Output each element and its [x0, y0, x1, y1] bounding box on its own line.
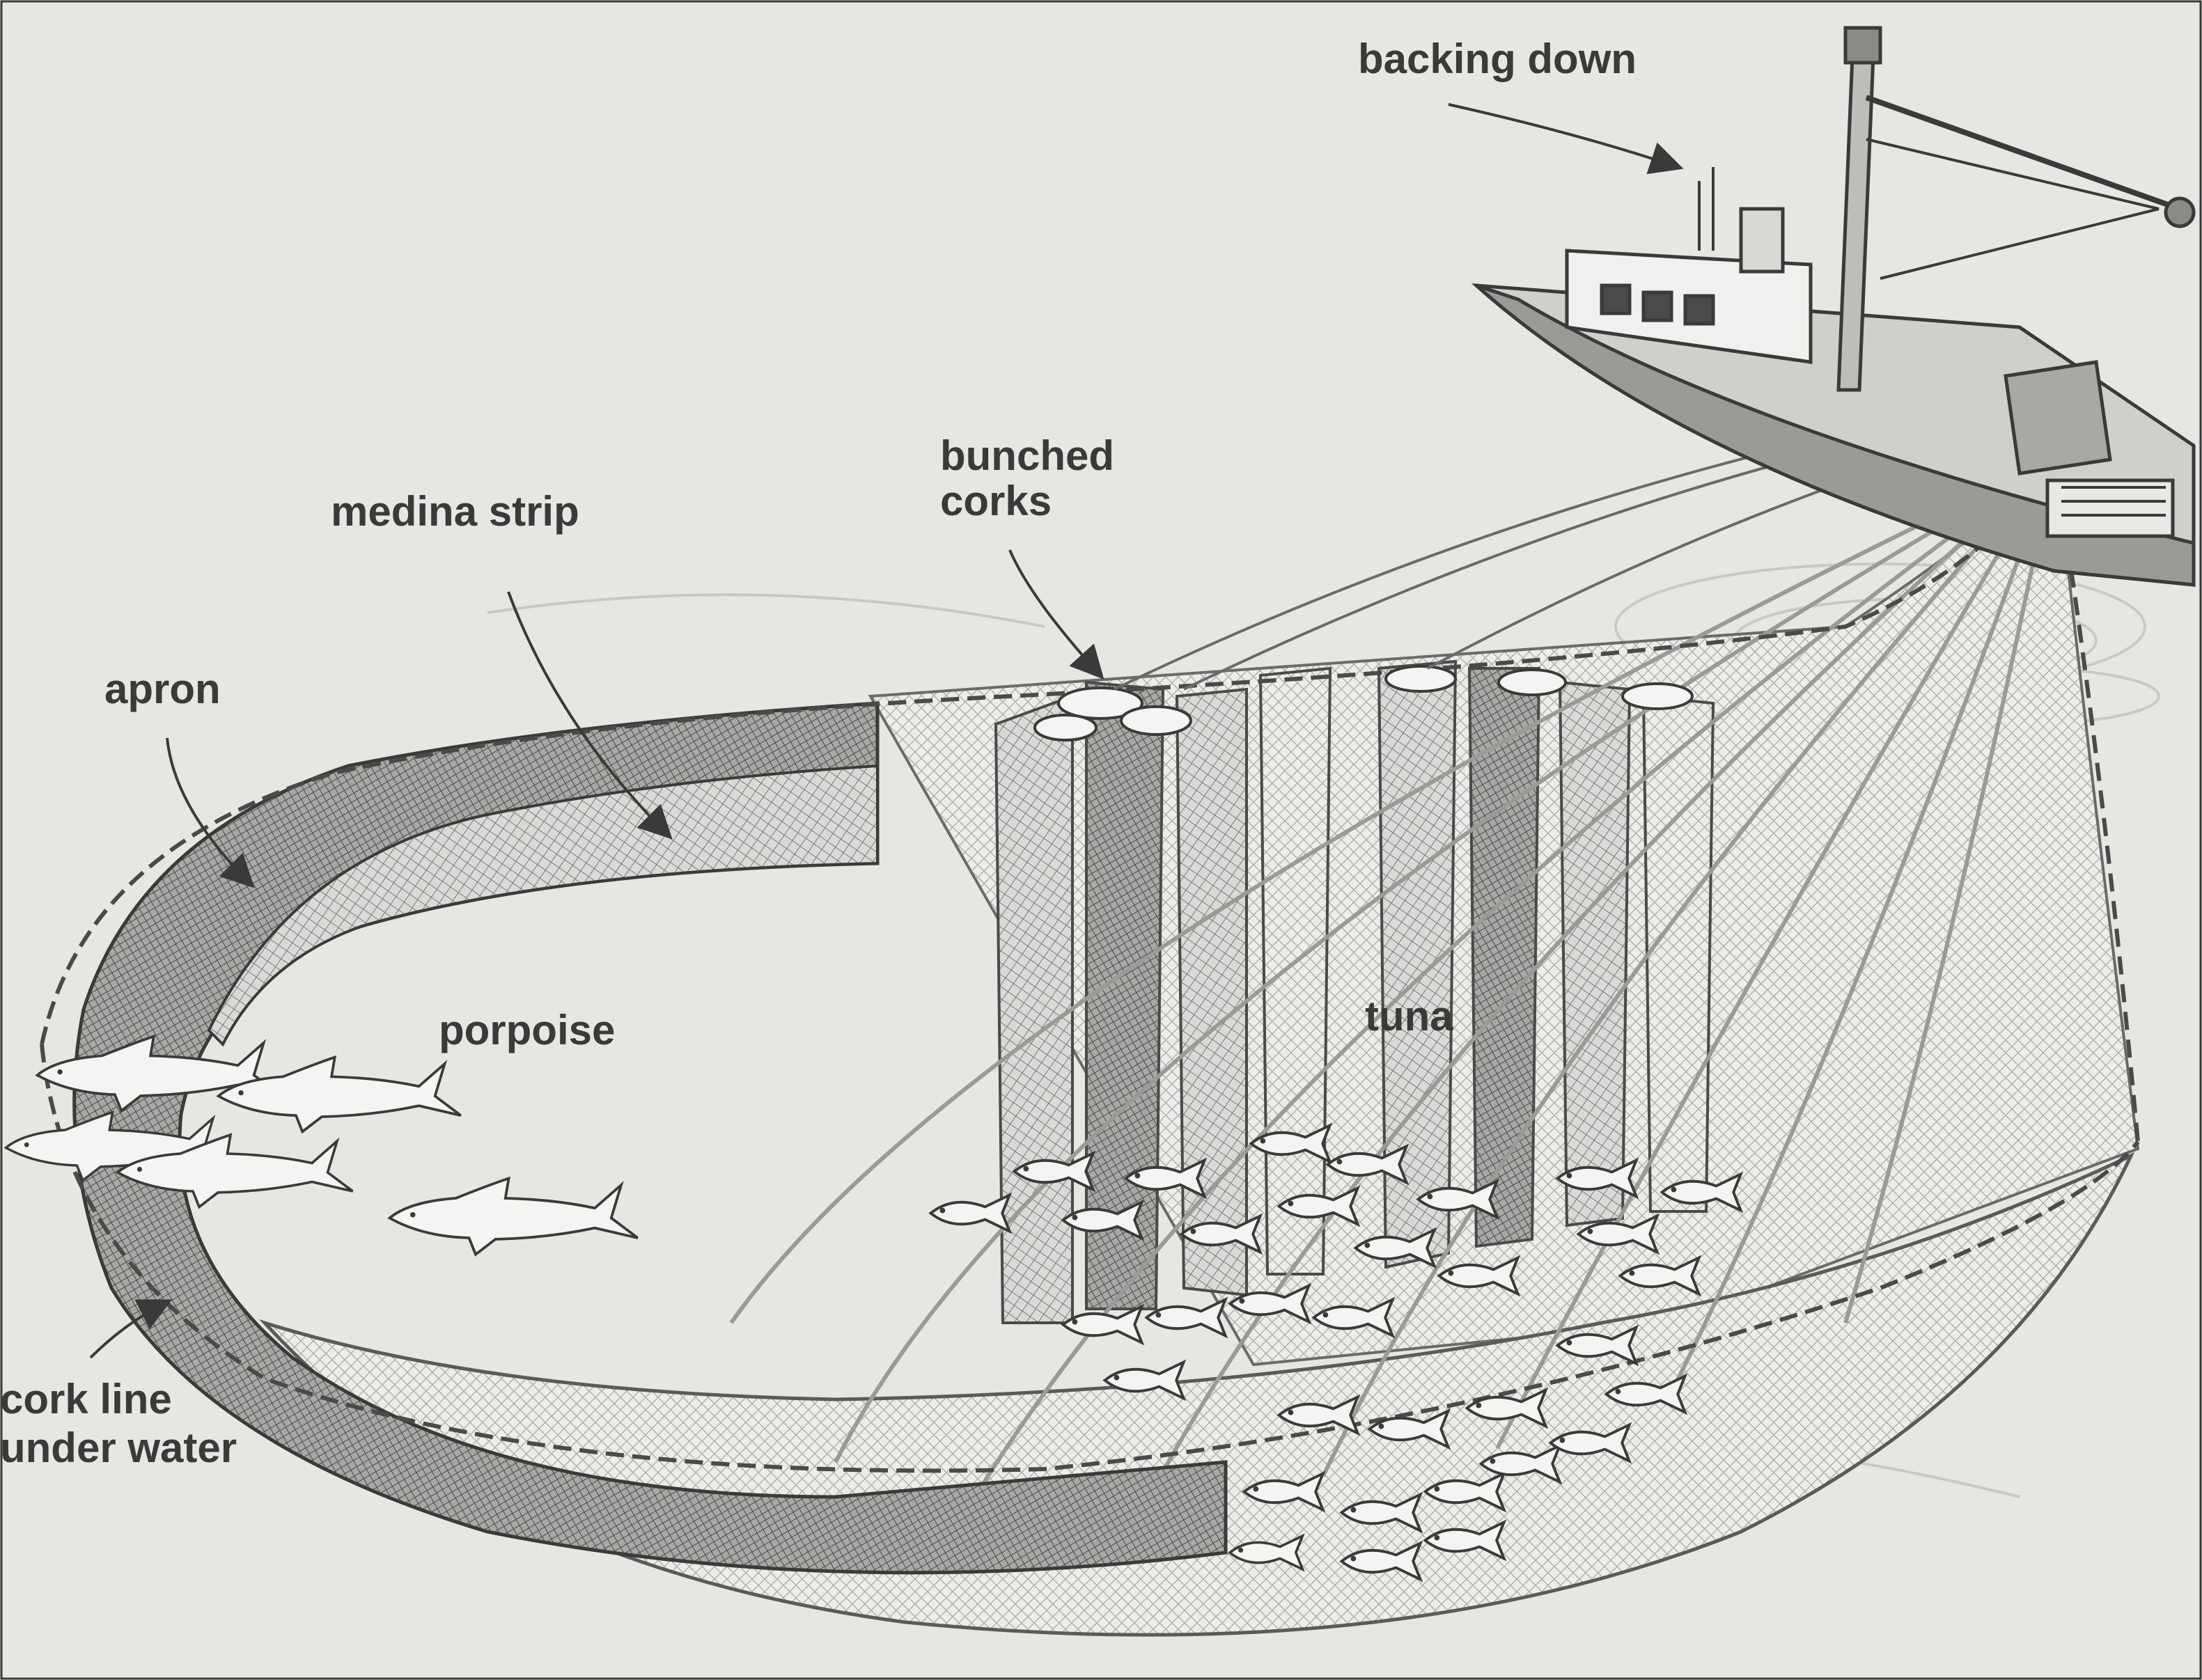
label-cork-line-line2: under water — [0, 1424, 237, 1471]
net-folds — [994, 659, 1715, 1324]
label-medina-strip: medina strip — [331, 488, 579, 535]
label-cork-line-line1: cork line — [0, 1376, 172, 1422]
label-backing-down: backing down — [1358, 36, 1637, 82]
net-icon — [40, 445, 2140, 1637]
label-apron: apron — [104, 666, 221, 712]
arrow-cork-line — [89, 1299, 173, 1359]
net-strands — [729, 457, 2056, 1498]
boat-icon — [1114, 26, 2196, 691]
label-bunched-corks-line1: bunched — [940, 432, 1114, 479]
arrow-apron — [166, 737, 255, 888]
label-bunched-corks-line2: corks — [940, 478, 1052, 524]
arrow-bunched-corks — [1008, 549, 1104, 680]
label-tuna: tuna — [1365, 993, 1453, 1039]
callout-arrows — [89, 103, 1684, 1359]
bunched-corks-cluster — [1033, 665, 1694, 741]
medina-strip-band — [207, 764, 879, 1047]
label-porpoise: porpoise — [439, 1007, 615, 1053]
arrow-medina-strip — [507, 591, 673, 840]
arrow-backing-down — [1448, 103, 1684, 175]
labels: backing down bunched corks medina strip … — [0, 36, 1637, 1471]
